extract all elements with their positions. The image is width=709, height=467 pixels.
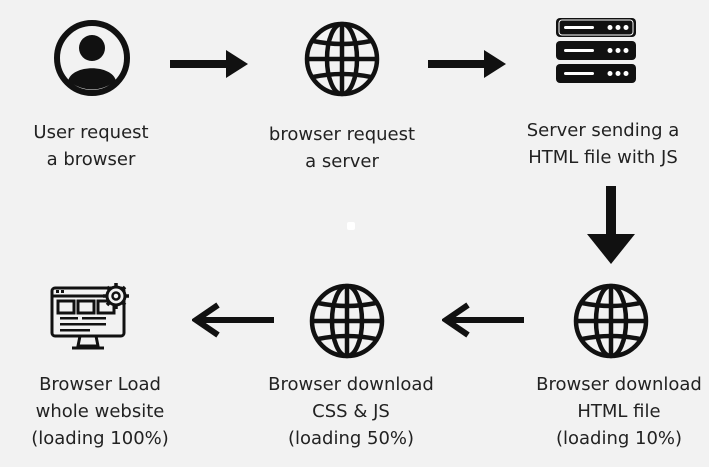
- globe-icon: [309, 283, 385, 359]
- arrow-right-icon: [170, 50, 248, 78]
- arrow-left-icon: [442, 302, 524, 338]
- arrow-right-icon: [428, 50, 506, 78]
- server-icon: [556, 18, 636, 83]
- globe-icon: [573, 283, 649, 359]
- arrow-left-icon: [192, 302, 274, 338]
- faint-mark: [347, 222, 355, 230]
- globe-icon: [304, 21, 380, 97]
- website-monitor-icon: [50, 283, 129, 350]
- arrow-down-icon: [587, 186, 635, 264]
- user-icon: [54, 20, 130, 96]
